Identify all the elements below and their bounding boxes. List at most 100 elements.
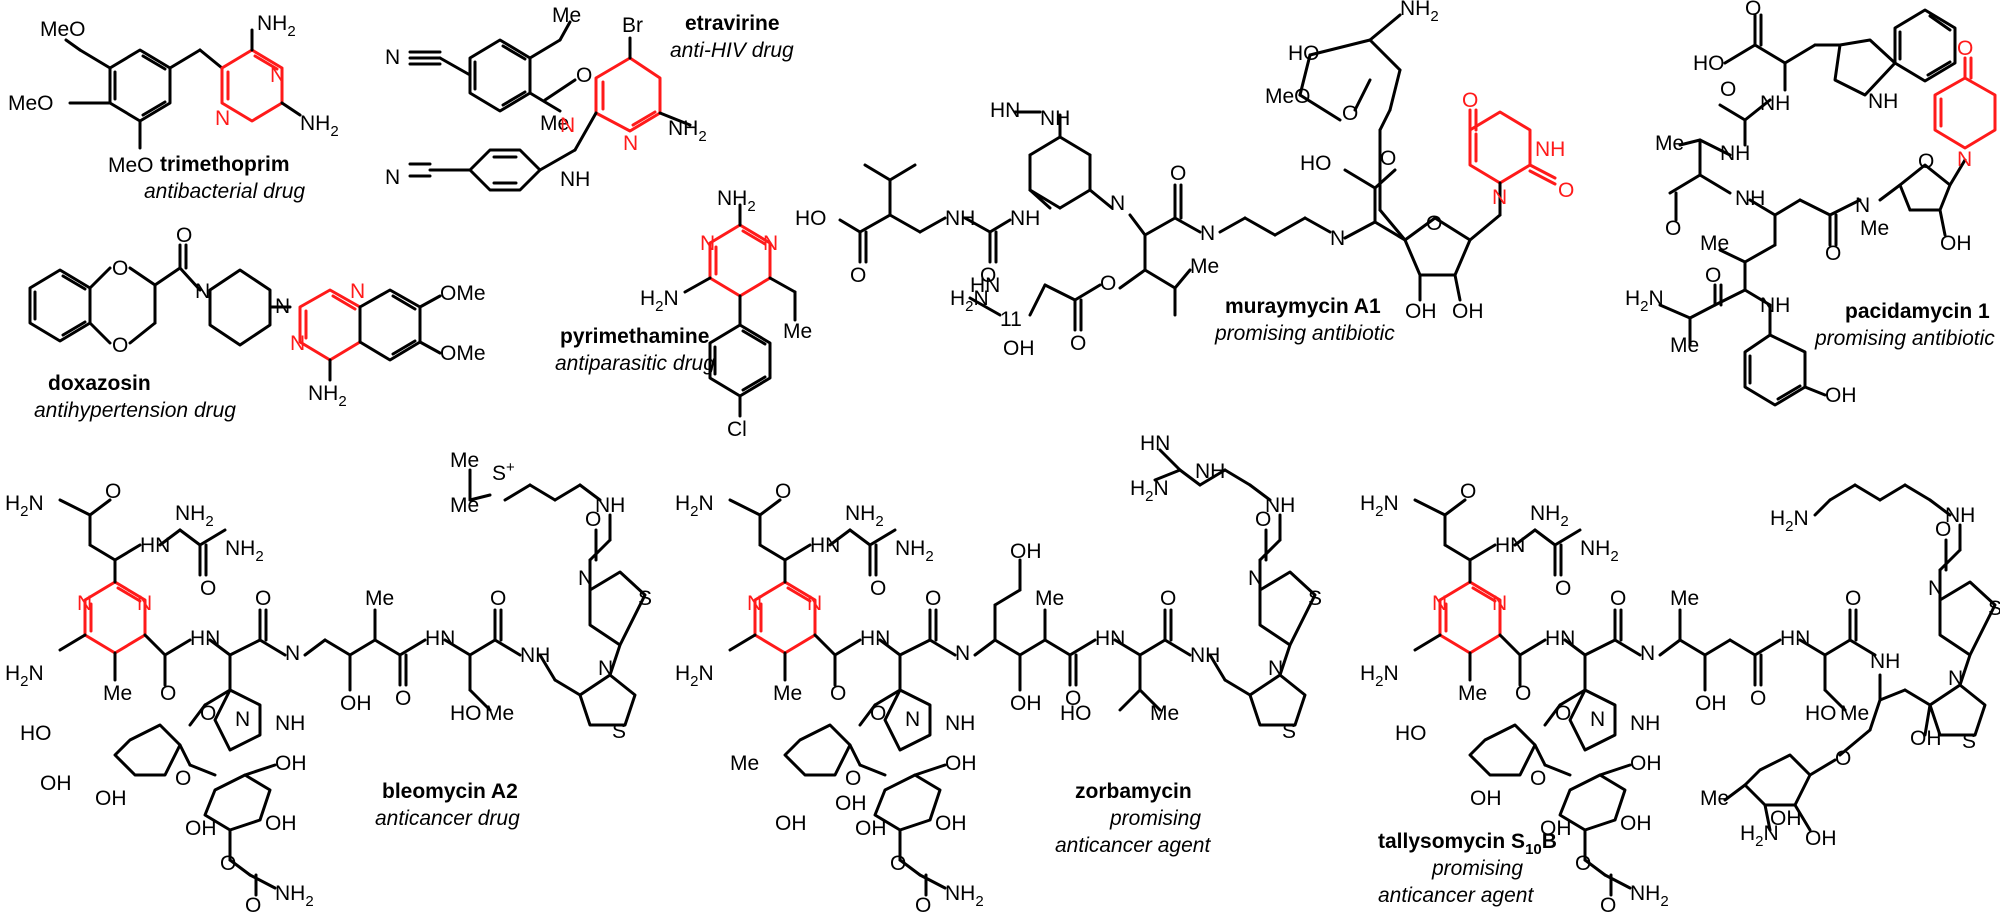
nh2-label: NH2 xyxy=(1580,537,1619,565)
ho-label: HO xyxy=(1693,52,1725,75)
me-label: Me xyxy=(1670,334,1699,357)
nh-label: NH xyxy=(1040,107,1070,130)
n-atom: N xyxy=(1330,227,1345,250)
o-atom: O xyxy=(585,508,601,531)
h2n-label: H2N xyxy=(1130,477,1169,505)
o-atom: O xyxy=(1825,242,1841,265)
compound-desc-etravirine: anti-HIV drug xyxy=(670,39,794,62)
n-atom: N xyxy=(285,642,300,665)
compound-name-pyrimethamine: pyrimethamine xyxy=(560,325,709,348)
oh-label: OH xyxy=(1470,787,1502,810)
me-label: Me xyxy=(485,702,514,725)
ho-label: HO xyxy=(795,207,827,230)
me-label: Me xyxy=(540,112,569,135)
n-atom: N xyxy=(235,708,250,731)
me-label: Me xyxy=(783,320,812,343)
o-atom: O xyxy=(1065,687,1081,710)
o-atom: O xyxy=(1426,212,1442,235)
o-atom: O xyxy=(1745,0,1761,20)
oh-label: OH xyxy=(1630,752,1662,775)
n-atom: N xyxy=(1928,577,1943,600)
ome-label: OMe xyxy=(440,342,486,365)
nh-label: NH xyxy=(1868,90,1898,113)
h2n-label: H2N xyxy=(1770,507,1809,535)
n-atom: N xyxy=(137,592,152,615)
nh-label: NH xyxy=(1190,644,1220,667)
oh-label: OH xyxy=(1695,692,1727,715)
oh-label: OH xyxy=(95,787,127,810)
o-atom: O xyxy=(1555,577,1571,600)
compound-desc-trimethoprim: antibacterial drug xyxy=(144,180,305,203)
oh-label: OH xyxy=(1010,692,1042,715)
bleomycin-structure: H2N O HN NH2 O NH2 N N H2N Me O HN O NH … xyxy=(5,449,652,917)
h2n-label: H2N xyxy=(1625,287,1664,315)
nh2-label: NH2 xyxy=(300,112,339,140)
nh-label: NH xyxy=(945,712,975,735)
h2n-label: H2N xyxy=(5,492,44,520)
oh-label: OH xyxy=(185,817,217,840)
h2n-label: H2N xyxy=(5,662,44,690)
n-atom: N xyxy=(1432,592,1447,615)
compound-desc-muraymycin: promising antibiotic xyxy=(1214,322,1395,345)
n-atom: N xyxy=(1590,708,1605,731)
nh-label: NH xyxy=(1720,142,1750,165)
oh-label: OH xyxy=(1910,727,1942,750)
o-atom: O xyxy=(245,894,261,917)
compound-desc-pacidamycin: promising antibiotic xyxy=(1814,327,1995,350)
h2n-label: H2N xyxy=(1360,662,1399,690)
oh-label: OH xyxy=(275,752,307,775)
me-label: Me xyxy=(1035,587,1064,610)
nh-label: NH xyxy=(520,644,550,667)
oh-label: OH xyxy=(1620,812,1652,835)
o-atom: O xyxy=(255,587,271,610)
nh-label: HN xyxy=(425,627,455,650)
cl-label: Cl xyxy=(727,418,747,441)
nh-label: NH xyxy=(945,207,975,230)
nh-label: HN xyxy=(1545,627,1575,650)
o-atom: O xyxy=(175,767,191,790)
nh-label: NH xyxy=(560,168,590,191)
h2n-label: H2N xyxy=(1360,492,1399,520)
nh2-label: NH2 xyxy=(668,117,707,145)
compound-name-pacidamycin: pacidamycin 1 xyxy=(1845,300,1990,323)
me-label: Me xyxy=(552,4,581,27)
eleven-label: 11 xyxy=(1000,308,1022,331)
nh-label: HN xyxy=(860,627,890,650)
nh2-label: NH2 xyxy=(308,382,347,410)
ome-label: MeO xyxy=(40,18,86,41)
nh-label: NH xyxy=(1760,294,1790,317)
compound-name-trimethoprim: trimethoprim xyxy=(160,153,290,176)
nh2-label: NH2 xyxy=(275,882,314,910)
n-atom: N xyxy=(700,232,715,255)
nh-label: NH xyxy=(1265,494,1295,517)
o-atom: O xyxy=(1170,162,1186,185)
oh-label: OH xyxy=(1010,540,1042,563)
o-atom: O xyxy=(1530,767,1546,790)
tallysomycin-structure: H2N O HN NH2 O NH2 N N H2N Me O HN O NH … xyxy=(1360,480,2000,917)
nh2-label: NH2 xyxy=(1530,502,1569,530)
oh-label: OH xyxy=(1540,817,1572,840)
o-atom: O xyxy=(1935,518,1951,541)
oh-label: OH xyxy=(775,812,807,835)
o-atom: O xyxy=(176,224,192,247)
n-atom: N xyxy=(270,64,285,87)
n-atom: N xyxy=(385,46,400,69)
n-atom: N xyxy=(1268,657,1283,680)
n-atom: N xyxy=(578,567,593,590)
nh2-label: NH2 xyxy=(717,187,756,215)
me-label: Me xyxy=(1190,255,1219,278)
oh-label: OH xyxy=(1452,300,1484,323)
nh-label: HN xyxy=(190,627,220,650)
o-atom: O xyxy=(1575,852,1591,875)
me-label: Me xyxy=(1458,682,1487,705)
zorbamycin-structure: H2N O HN NH2 O NH2 N N H2N Me O HN O NH … xyxy=(675,432,1322,917)
nh-label: NH xyxy=(595,494,625,517)
oh-label: OH xyxy=(935,812,967,835)
o-atom: O xyxy=(845,767,861,790)
o-atom: O xyxy=(980,264,996,287)
n-atom: N xyxy=(1200,222,1215,245)
o-atom: O xyxy=(576,64,592,87)
n-atom: HN xyxy=(140,534,170,557)
nh2-label: NH2 xyxy=(895,537,934,565)
n-atom: N xyxy=(1948,667,1963,690)
